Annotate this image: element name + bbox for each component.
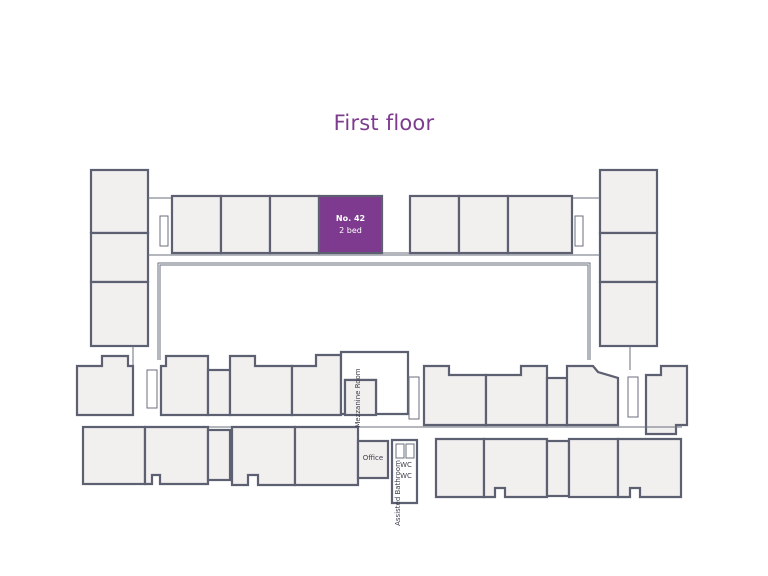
unit[interactable]: [506, 194, 574, 255]
unit[interactable]: [598, 280, 659, 348]
right-wing: [572, 168, 659, 370]
unit-number-label: No. 42: [336, 214, 365, 223]
lower-block-north: [75, 350, 689, 436]
corridor-block: [545, 376, 569, 427]
unit[interactable]: [81, 425, 147, 486]
unit[interactable]: [434, 437, 486, 499]
unit[interactable]: [408, 194, 461, 255]
floor-title: First floor: [333, 111, 435, 135]
top-row: [148, 194, 600, 256]
corridor-block: [206, 428, 232, 482]
highlighted-unit-no-42[interactable]: [317, 194, 384, 255]
unit[interactable]: [228, 354, 294, 417]
wc-label-1: WC: [400, 461, 412, 469]
mezzanine-label: Mezzanine Room: [354, 368, 362, 427]
unit[interactable]: [89, 280, 150, 348]
unit-type-label: 2 bed: [339, 226, 362, 235]
wc-label-2: WC: [400, 472, 412, 480]
unit[interactable]: [422, 364, 488, 427]
unit[interactable]: [89, 231, 150, 284]
unit[interactable]: [268, 194, 321, 255]
unit[interactable]: [598, 231, 659, 284]
unit[interactable]: [219, 194, 272, 255]
unit[interactable]: [616, 437, 683, 499]
wc-core: [390, 438, 419, 505]
office[interactable]: [356, 439, 390, 480]
unit[interactable]: [75, 354, 135, 417]
left-wing: [89, 168, 172, 370]
unit[interactable]: [457, 194, 510, 255]
office-label: Office: [363, 454, 383, 462]
unit[interactable]: [159, 354, 210, 417]
unit[interactable]: [143, 425, 210, 486]
unit[interactable]: [170, 194, 223, 255]
corridor-block: [545, 439, 571, 498]
unit[interactable]: [598, 168, 659, 235]
corridor-block: [206, 368, 232, 417]
courtyard: [157, 262, 591, 360]
mezzanine-room[interactable]: [343, 378, 378, 417]
assisted-bathroom-label: Assisted Bathroom: [394, 460, 402, 526]
unit[interactable]: [89, 168, 150, 235]
unit[interactable]: [565, 364, 620, 427]
unit[interactable]: [293, 425, 360, 487]
unit[interactable]: [567, 437, 620, 499]
unit[interactable]: [484, 364, 549, 427]
unit[interactable]: [230, 425, 297, 487]
unit[interactable]: [644, 364, 689, 436]
unit[interactable]: [290, 353, 343, 417]
lower-block-south: [81, 425, 683, 505]
unit[interactable]: [482, 437, 549, 499]
